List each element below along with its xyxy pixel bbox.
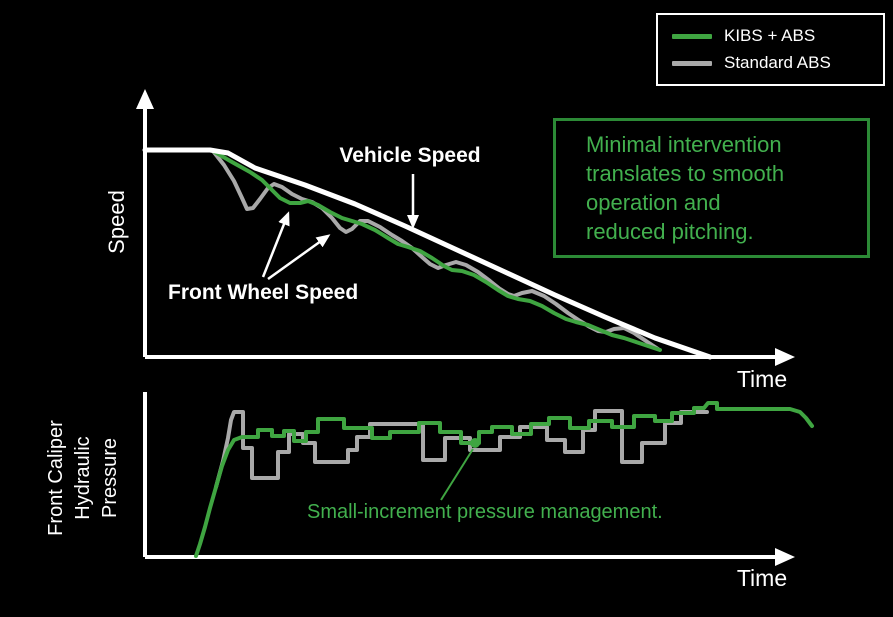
callout-line-1: Minimal intervention xyxy=(586,132,782,157)
kibs-line-swatch xyxy=(672,33,712,39)
pressure-vs-time-leader-line xyxy=(440,448,474,501)
pressure-annotation-text: Small-increment pressure management. xyxy=(307,501,663,523)
callout-line-4: reduced pitching. xyxy=(586,219,754,244)
bottom-chart-ylabel: Front Caliper Hydraulic Pressure xyxy=(43,403,127,553)
front-wheel-speed-arrow-1 xyxy=(261,211,290,278)
callout-box: Minimal intervention translates to smoot… xyxy=(553,118,870,258)
bottom-ylabel-line-2: Hydraulic xyxy=(72,436,94,520)
kibs-abs-pressure-line xyxy=(194,401,814,558)
bottom-chart-xlabel: Time xyxy=(736,565,788,591)
front-wheel-speed-arrow-2 xyxy=(267,234,331,281)
callout-line-2: translates to smooth xyxy=(586,161,785,186)
standard-line-swatch xyxy=(672,60,712,66)
callout-line-3: operation and xyxy=(586,190,721,215)
legend-label-standard: Standard ABS xyxy=(724,53,831,72)
front-wheel-speed-kibs-abs-line xyxy=(211,149,662,352)
legend: KIBS + ABS Standard ABS xyxy=(656,13,885,86)
vehicle-speed-line xyxy=(142,147,713,360)
standard-abs-pressure-line xyxy=(214,409,709,489)
vehicle-speed-label: Vehicle Speed xyxy=(339,144,481,167)
bottom-ylabel-line-1: Front Caliper xyxy=(45,420,67,536)
pressure-vs-time xyxy=(143,392,814,566)
pressure-vs-time-marker-dot xyxy=(470,438,480,448)
speed-vs-time xyxy=(136,89,795,366)
front-wheel-speed-label: Front Wheel Speed xyxy=(168,281,359,304)
legend-item-standard: Standard ABS xyxy=(672,53,883,73)
bottom-ylabel-line-3: Pressure xyxy=(99,437,121,519)
top-chart-xlabel: Time xyxy=(736,366,788,392)
legend-item-kibs: KIBS + ABS xyxy=(672,26,883,46)
top-chart-ylabel: Speed xyxy=(104,190,129,254)
legend-label-kibs: KIBS + ABS xyxy=(724,26,816,45)
